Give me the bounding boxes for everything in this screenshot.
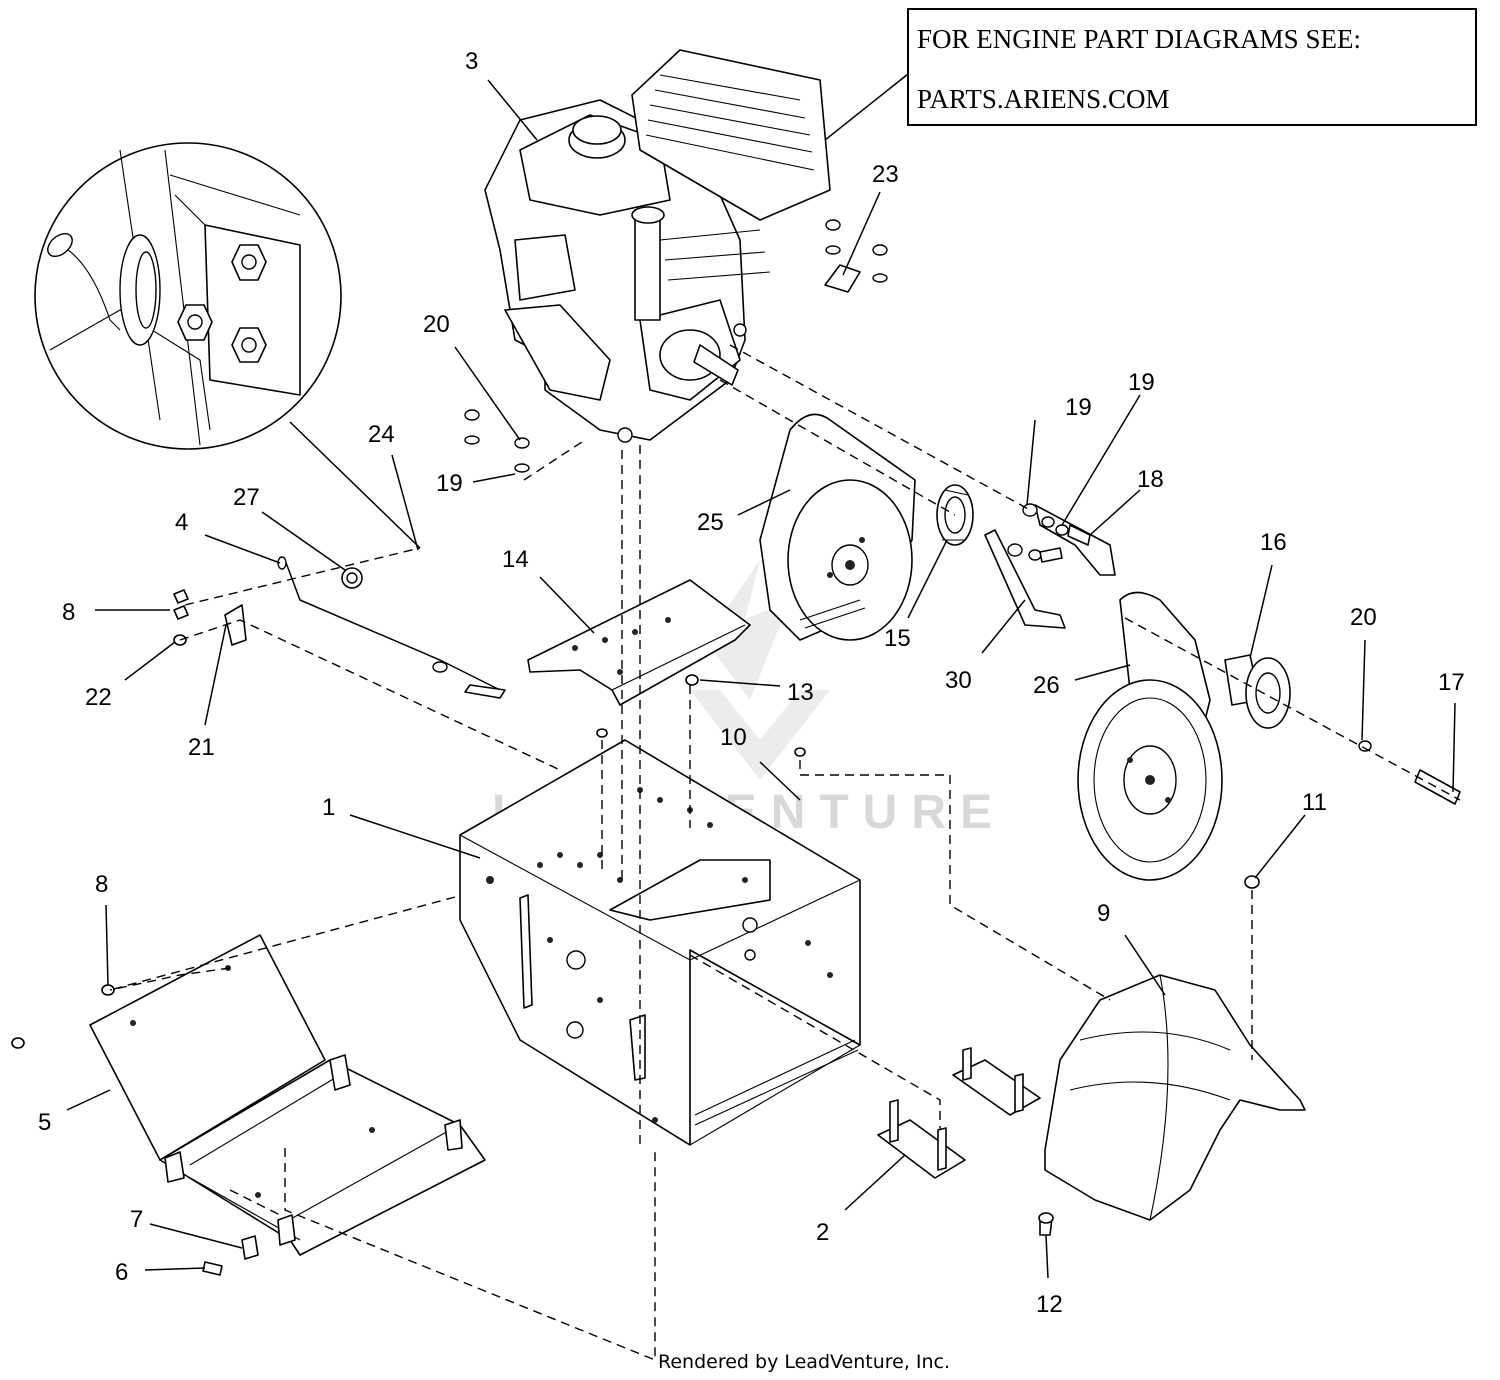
callout-19-left: 19	[436, 470, 463, 497]
detail-inset	[34, 142, 421, 549]
belt-guard-9	[1038, 875, 1306, 1236]
nuts-22-19	[464, 409, 530, 473]
callout-11: 11	[1302, 789, 1327, 816]
callout-3: 3	[465, 48, 478, 75]
callout-7: 7	[130, 1206, 143, 1233]
callout-1: 1	[322, 794, 335, 821]
hardware-13	[596, 674, 806, 757]
callout-15: 15	[884, 625, 911, 652]
plate-14	[527, 579, 751, 706]
callout-6: 6	[115, 1259, 128, 1286]
callout-26: 24	[368, 421, 395, 448]
callout-27: 25	[697, 509, 724, 536]
callout-10: 10	[720, 724, 747, 751]
leader-lines	[66, 79, 1456, 1279]
callout-28: 26	[1033, 672, 1060, 699]
callout-16: 16	[1260, 529, 1287, 556]
callout-24: 22	[85, 684, 112, 711]
engine-diagram-note: FOR ENGINE PART DIAGRAMS SEE: PARTS.ARIE…	[799, 8, 1477, 161]
linkage-rod-4	[173, 556, 506, 699]
callout-9: 9	[1097, 900, 1110, 927]
engine	[484, 49, 831, 443]
callout-20: 20	[1350, 604, 1377, 631]
callout-8-top: 8	[62, 599, 75, 626]
engine-pulley-belt-27	[759, 413, 916, 641]
callout-29: 27	[233, 484, 260, 511]
bracket-25	[824, 219, 888, 293]
callout-23: 21	[188, 734, 215, 761]
stud-plates-2	[877, 1047, 1041, 1179]
callout-22: 20	[423, 311, 450, 338]
frame-1	[459, 739, 861, 1146]
footer-credit: Rendered by LeadVenture, Inc.	[658, 1351, 950, 1373]
callout-2: 2	[816, 1219, 829, 1246]
assembly-lines	[109, 344, 1461, 1362]
pulley-16	[1224, 654, 1461, 805]
hardware-18-19-21	[1022, 503, 1091, 546]
callout-labels: 3 23 20 19 24 27 4 8 22 21 14 13 25 15 3…	[38, 48, 1465, 1318]
tray-5	[11, 934, 486, 1276]
callout-30: 30	[945, 667, 972, 694]
callout-25: 23	[872, 161, 899, 188]
callout-8-bottom: 8	[95, 871, 108, 898]
callout-4: 4	[175, 509, 188, 536]
auger-pulley-28	[1077, 591, 1223, 881]
note-line-2: PARTS.ARIENS.COM	[917, 84, 1169, 114]
callout-21: 19	[1065, 394, 1092, 421]
callout-13: 13	[787, 679, 814, 706]
callout-17: 17	[1438, 669, 1465, 696]
callout-14: 14	[502, 546, 529, 573]
note-line-1: FOR ENGINE PART DIAGRAMS SEE:	[917, 24, 1361, 54]
callout-5: 5	[38, 1109, 51, 1136]
callout-19-right: 19	[1128, 369, 1155, 396]
callout-12: 12	[1036, 1291, 1063, 1318]
callout-18: 18	[1137, 466, 1164, 493]
